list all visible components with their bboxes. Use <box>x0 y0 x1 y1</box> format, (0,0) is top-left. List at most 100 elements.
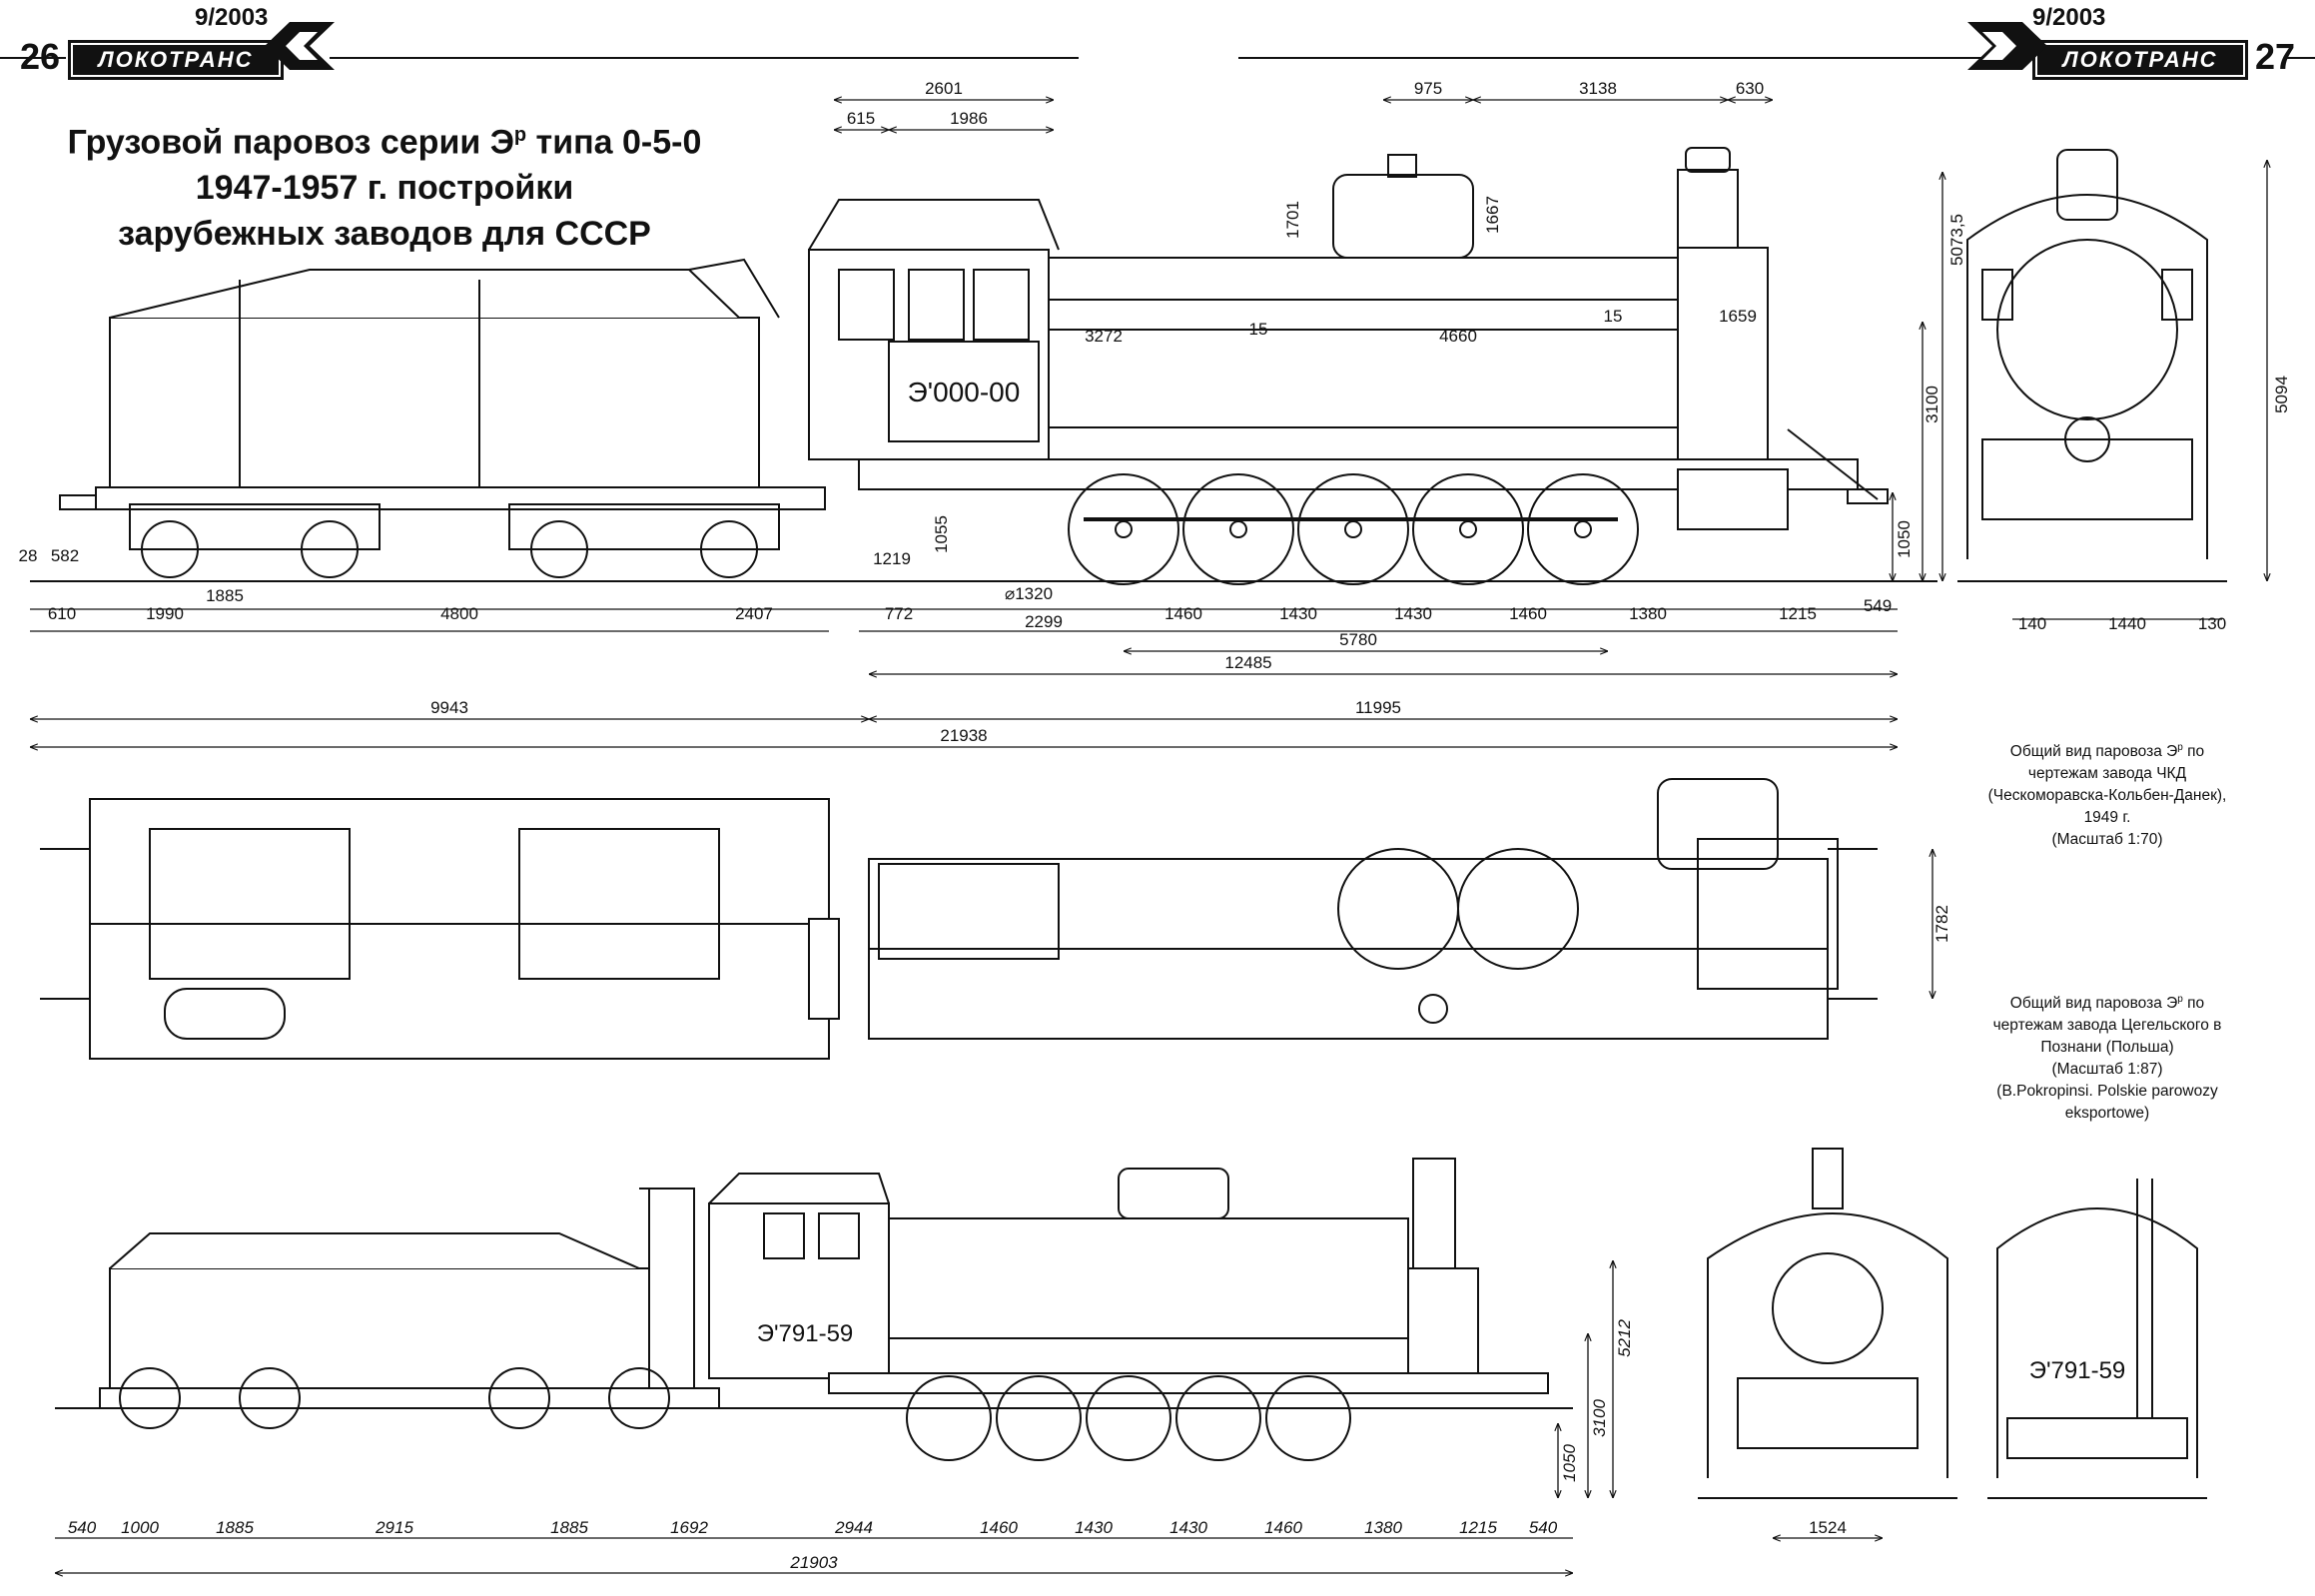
svg-text:1782: 1782 <box>1932 905 1951 943</box>
right-arrow-icon <box>1967 22 2047 70</box>
boiler-bottom <box>888 1217 1409 1339</box>
dimensions-top <box>30 100 2267 1573</box>
svg-text:1986: 1986 <box>950 109 988 128</box>
tender-bogie-front <box>129 503 381 578</box>
svg-text:1460: 1460 <box>1164 604 1202 623</box>
caption-ckd: Общий вид паровоза Эр по чертежам завода… <box>1987 742 2227 849</box>
top-side-elevation: Э'000-00 <box>30 147 1937 585</box>
svg-text:5094: 5094 <box>2272 376 2291 413</box>
svg-text:1219: 1219 <box>873 549 911 568</box>
svg-text:130: 130 <box>2198 614 2226 633</box>
svg-text:1380: 1380 <box>1629 604 1667 623</box>
dimension-labels: 2601 615 1986 975 3138 630 1701 1667 327… <box>19 79 2291 1572</box>
svg-text:15: 15 <box>1604 307 1623 326</box>
svg-text:11995: 11995 <box>1355 698 1401 717</box>
svg-text:140: 140 <box>2018 614 2046 633</box>
svg-text:4660: 4660 <box>1439 327 1477 346</box>
svg-text:975: 975 <box>1414 79 1442 98</box>
plan-view <box>40 778 1878 1060</box>
svg-text:1659: 1659 <box>1719 307 1757 326</box>
svg-text:630: 630 <box>1736 79 1764 98</box>
svg-text:1430: 1430 <box>1394 604 1432 623</box>
cab <box>808 249 1050 460</box>
svg-text:1885: 1885 <box>206 586 244 605</box>
tender-rear-view: Э'791-59 <box>1987 1179 2207 1499</box>
cab-bottom <box>708 1202 890 1379</box>
svg-text:5780: 5780 <box>1339 630 1377 649</box>
svg-text:21938: 21938 <box>940 726 987 745</box>
svg-text:2407: 2407 <box>735 604 773 623</box>
svg-text:1050: 1050 <box>1560 1444 1579 1482</box>
svg-text:1460: 1460 <box>980 1518 1018 1537</box>
bottom-front-view <box>1698 1148 1957 1499</box>
svg-text:1692: 1692 <box>670 1518 708 1537</box>
tender-body <box>109 317 760 488</box>
tender-plan <box>89 798 830 1060</box>
svg-text:1667: 1667 <box>1483 196 1502 234</box>
svg-text:1050: 1050 <box>1895 520 1914 558</box>
svg-text:3100: 3100 <box>1590 1399 1609 1437</box>
tender-body-bottom <box>109 1267 680 1389</box>
svg-text:1885: 1885 <box>550 1518 588 1537</box>
svg-text:1460: 1460 <box>1264 1518 1302 1537</box>
top-front-view <box>1957 149 2227 582</box>
left-issue-date: 9/2003 <box>195 4 269 31</box>
svg-text:12485: 12485 <box>1224 653 1271 672</box>
svg-text:5073,5: 5073,5 <box>1947 214 1966 266</box>
drive-wheels <box>1068 473 1639 585</box>
tender-rear-number: Э'791-59 <box>2029 1357 2126 1384</box>
svg-text:5212: 5212 <box>1615 1319 1634 1357</box>
svg-text:15: 15 <box>1249 320 1268 339</box>
left-logo: ЛОКОТРАНС <box>68 40 284 80</box>
title-line-3: зарубежных заводов для СССР <box>118 215 651 254</box>
svg-text:2299: 2299 <box>1025 612 1063 631</box>
svg-text:582: 582 <box>51 546 79 565</box>
title-line-1: Грузовой паровоз серии Эр типа 0-5-0 <box>67 123 702 162</box>
svg-text:1440: 1440 <box>2108 614 2146 633</box>
svg-text:1430: 1430 <box>1075 1518 1113 1537</box>
svg-text:549: 549 <box>1864 596 1892 615</box>
svg-text:2601: 2601 <box>925 79 963 98</box>
sand-dome <box>1332 174 1474 259</box>
svg-text:2944: 2944 <box>834 1518 873 1537</box>
svg-text:1000: 1000 <box>121 1518 159 1537</box>
svg-text:4800: 4800 <box>440 604 478 623</box>
svg-text:28: 28 <box>19 546 38 565</box>
svg-text:1380: 1380 <box>1364 1518 1402 1537</box>
right-logo: ЛОКОТРАНС <box>2032 40 2248 80</box>
svg-text:21903: 21903 <box>789 1553 838 1572</box>
svg-text:3100: 3100 <box>1923 386 1941 423</box>
svg-text:1430: 1430 <box>1279 604 1317 623</box>
svg-text:1701: 1701 <box>1283 201 1302 239</box>
svg-text:3272: 3272 <box>1085 327 1123 346</box>
ckd-number-plate: Э'000-00 <box>908 377 1021 407</box>
svg-text:1215: 1215 <box>1459 1518 1497 1537</box>
left-arrow-icon <box>265 22 335 70</box>
bottom-side-elevation: Э'791-59 <box>55 1158 1573 1461</box>
drawing-title: Грузовой паровоз серии Эр типа 0-5-0 194… <box>60 112 709 257</box>
svg-text:⌀1320: ⌀1320 <box>1005 584 1053 603</box>
svg-text:9943: 9943 <box>430 698 468 717</box>
cegielski-number-plate: Э'791-59 <box>757 1320 854 1347</box>
svg-text:1460: 1460 <box>1509 604 1547 623</box>
title-line-2: 1947-1957 г. постройки <box>195 169 574 208</box>
svg-text:1055: 1055 <box>932 515 951 553</box>
tender-bogie-rear <box>508 503 780 578</box>
svg-text:3138: 3138 <box>1579 79 1617 98</box>
left-page-number: 26 <box>20 36 61 77</box>
right-issue-date: 9/2003 <box>2032 4 2106 31</box>
svg-text:610: 610 <box>48 604 76 623</box>
svg-text:1215: 1215 <box>1779 604 1817 623</box>
boiler <box>1048 257 1679 428</box>
svg-text:2915: 2915 <box>375 1518 413 1537</box>
svg-text:540: 540 <box>68 1518 97 1537</box>
svg-text:1430: 1430 <box>1169 1518 1207 1537</box>
svg-text:1990: 1990 <box>146 604 184 623</box>
right-page-number: 27 <box>2255 36 2296 77</box>
svg-text:615: 615 <box>847 109 875 128</box>
svg-text:772: 772 <box>885 604 913 623</box>
svg-text:1524: 1524 <box>1809 1518 1847 1537</box>
svg-text:540: 540 <box>1529 1518 1558 1537</box>
